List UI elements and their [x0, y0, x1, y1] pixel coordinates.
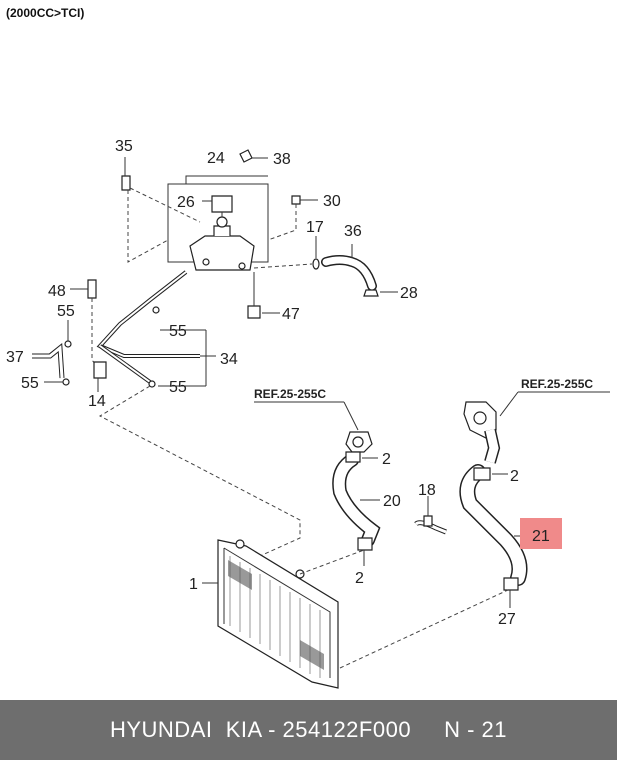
- callout-2-lower: 2: [355, 570, 364, 587]
- callout-14: 14: [88, 393, 106, 410]
- parts-diagram: (2000CC>TCI): [6, 6, 610, 689]
- callout-2-upper: 2: [382, 451, 391, 468]
- callout-48: 48: [48, 283, 66, 300]
- callout-21: 21: [532, 528, 550, 545]
- callout-55-low: 55: [169, 379, 187, 396]
- callout-35: 35: [115, 138, 133, 155]
- part-35-bracket: [121, 157, 131, 191]
- radiator: [217, 539, 339, 689]
- reservoir-assembly: [167, 175, 269, 271]
- callout-2-right: 2: [510, 468, 519, 485]
- callout-55-top: 55: [57, 303, 75, 320]
- ref-left: REF.25-255C: [254, 387, 326, 401]
- callout-55-mid: 55: [169, 323, 187, 340]
- footer-bar: HYUNDAI KIA - 254122F000 N - 21: [0, 700, 617, 760]
- callout-36: 36: [344, 223, 362, 240]
- callout-18: 18: [418, 482, 436, 499]
- callout-37: 37: [6, 349, 24, 366]
- engine-spec-label: (2000CC>TCI): [6, 6, 84, 20]
- callout-47: 47: [282, 306, 300, 323]
- callout-55-left: 55: [21, 375, 39, 392]
- callout-28: 28: [400, 285, 418, 302]
- highlight-box: [520, 518, 562, 549]
- callout-26: 26: [177, 194, 195, 211]
- callout-20: 20: [383, 493, 401, 510]
- callout-27: 27: [498, 611, 516, 628]
- callout-34: 34: [220, 351, 238, 368]
- callout-17: 17: [306, 219, 324, 236]
- callout-38: 38: [273, 151, 291, 168]
- callout-30: 30: [323, 193, 341, 210]
- part-number-caption: HYUNDAI KIA - 254122F000 N - 21: [109, 717, 508, 742]
- callout-24: 24: [207, 150, 225, 167]
- ref-right: REF.25-255C: [521, 377, 593, 391]
- callout-1: 1: [189, 576, 198, 593]
